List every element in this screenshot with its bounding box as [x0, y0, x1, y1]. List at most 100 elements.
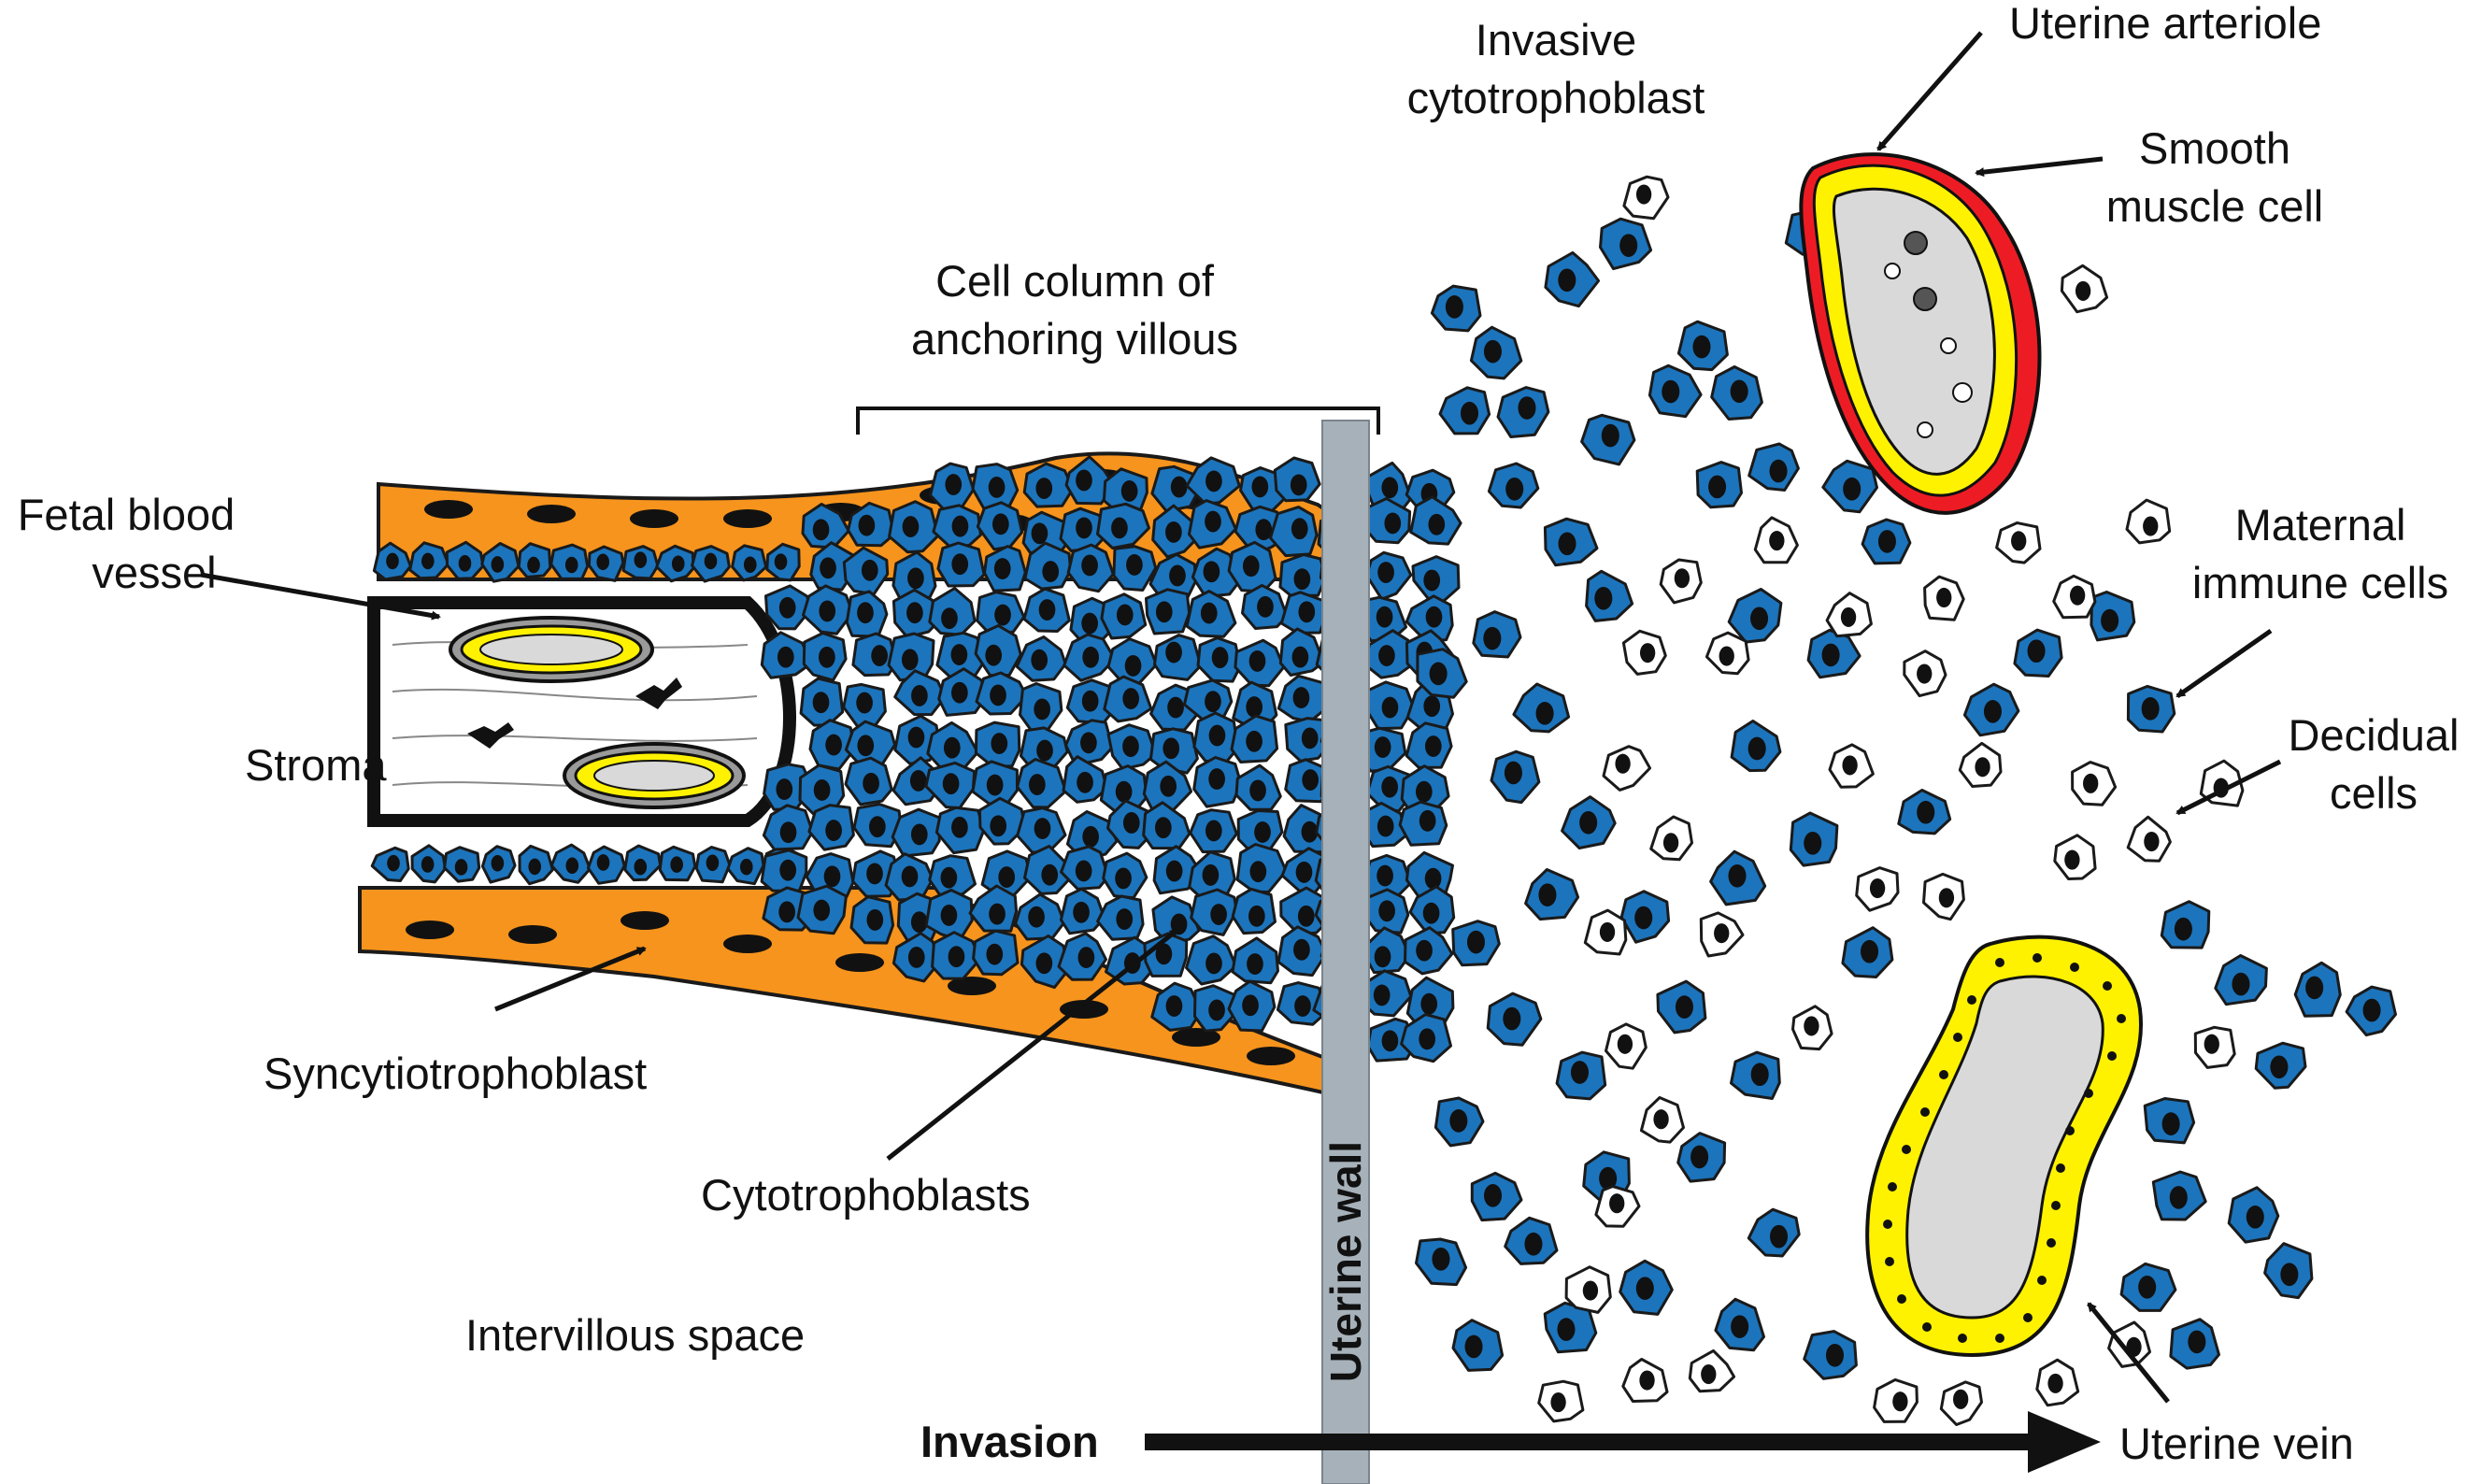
decidual-cell-nucleus	[1714, 923, 1730, 944]
invasive-cytotrophoblast-cell-nucleus	[1804, 831, 1822, 855]
decidual-cell-nucleus	[1917, 664, 1933, 684]
cytotrophoblast-cell-nucleus	[825, 820, 842, 842]
vein-endothelial-nucleus	[1939, 1070, 1948, 1079]
lining-cell-nucleus	[386, 552, 399, 570]
cytotrophoblast-cell-nucleus	[1297, 905, 1315, 927]
invasive-cytotrophoblast-cell-nucleus	[1728, 863, 1747, 888]
decidual-cell-nucleus	[1662, 833, 1679, 853]
cytotrophoblast-cell-nucleus	[940, 866, 958, 889]
invasive-cytotrophoblast-cell-nucleus	[1570, 1061, 1590, 1084]
cytotrophoblast-cell-nucleus	[1420, 992, 1438, 1015]
cytotrophoblast-cell-nucleus	[1203, 561, 1220, 583]
invasive-cytotrophoblast-cell-nucleus	[2270, 1055, 2289, 1079]
cytotrophoblast-cell-nucleus	[1038, 599, 1056, 621]
cytotrophoblast-cell-nucleus	[1251, 476, 1269, 498]
cytotrophoblast-cell-nucleus	[858, 514, 876, 536]
vein-endothelial-nucleus	[2037, 1276, 2047, 1285]
vein-endothelial-nucleus	[1967, 995, 1976, 1005]
cytotrophoblast-cell-nucleus	[1422, 902, 1440, 924]
invasive-cytotrophoblast-cell-nucleus	[1825, 1343, 1845, 1367]
cytotrophoblast-cell-nucleus	[1293, 568, 1311, 591]
invasive-cytotrophoblast-cell-nucleus	[1690, 1145, 1709, 1169]
lining-cell-nucleus	[528, 858, 542, 876]
label-syncytiotrophoblast: Syncytiotrophoblast	[264, 1049, 648, 1098]
cytotrophoblast-cell-nucleus	[1034, 818, 1051, 839]
label-fetal-blood-vessel-line1: Fetal blood	[17, 490, 235, 539]
decidual-cell-nucleus	[2064, 849, 2080, 870]
cytotrophoblast-cell-nucleus	[985, 644, 1003, 666]
cytotrophoblast-cell-nucleus	[950, 644, 968, 665]
cytotrophoblast-cell-nucleus	[1301, 727, 1319, 749]
cytotrophoblast-cell-nucleus	[1081, 690, 1099, 712]
cytotrophoblast-cell-nucleus	[778, 596, 796, 619]
vein-endothelial-nucleus	[1902, 1145, 1911, 1154]
cytotrophoblast-cell-nucleus	[1165, 995, 1183, 1017]
cytotrophoblast-cell-nucleus	[1208, 999, 1225, 1021]
cytotrophoblast-cell-nucleus	[901, 649, 919, 671]
invasive-cytotrophoblast-cell-nucleus	[1750, 606, 1769, 631]
vein-endothelial-nucleus	[1958, 1334, 1967, 1343]
decidual-cell-nucleus	[1653, 1109, 1669, 1130]
vein-endothelial-nucleus	[2117, 1014, 2126, 1023]
lining-cell-nucleus	[739, 858, 753, 876]
invasive-cytotrophoblast-cell-nucleus	[1460, 401, 1479, 425]
decidual-cell-nucleus	[1840, 606, 1857, 627]
invasive-cytotrophoblast-cell-nucleus	[1483, 339, 1502, 364]
vein-endothelial-nucleus	[1885, 1257, 1894, 1266]
invasive-cytotrophoblast-cell-nucleus	[1558, 532, 1576, 556]
decidual-cell-nucleus	[1769, 531, 1785, 551]
decidual-cell-nucleus	[2069, 585, 2086, 606]
invasive-cytotrophoblast-cell-nucleus	[2101, 608, 2119, 633]
cytotrophoblast-cell-nucleus	[941, 607, 958, 630]
invasive-cytotrophoblast-cell-nucleus	[1877, 530, 1896, 553]
cytotrophoblast-cell-nucleus	[1035, 478, 1053, 499]
cytotrophoblast-cell-nucleus	[1124, 655, 1142, 677]
cell-column-bracket	[856, 407, 1380, 435]
cytotrophoblast-cell-nucleus	[1424, 735, 1442, 757]
cytotrophoblast-cell-nucleus	[942, 773, 960, 795]
decidual-cell-nucleus	[2047, 1373, 2063, 1393]
cytotrophoblast-cell-nucleus	[951, 515, 969, 537]
invasive-cytotrophoblast-cell-nucleus	[2169, 1186, 2188, 1209]
cytotrophoblast-cell-nucleus	[1376, 606, 1393, 628]
lining-cell-nucleus	[596, 553, 610, 571]
cytotrophoblast-cell-nucleus	[1247, 953, 1263, 975]
cytotrophoblast-cell-nucleus	[812, 519, 830, 541]
cytotrophoblast-cell-nucleus	[1081, 612, 1098, 635]
invasive-cytotrophoblast-cell-nucleus	[1708, 475, 1727, 499]
invasive-cytotrophoblast-cell-nucleus	[1635, 1277, 1654, 1300]
decidual-cell-nucleus	[1599, 921, 1616, 942]
cytotrophoblast-cell-nucleus	[1167, 696, 1184, 719]
cytotrophoblast-cell-nucleus	[866, 863, 883, 885]
label-maternal-immune-cells-line1: Maternal	[2234, 500, 2406, 549]
vein-endothelial-nucleus	[2051, 1201, 2061, 1210]
invasive-cytotrophoblast-cell-nucleus	[1747, 736, 1766, 761]
cytotrophoblast-cell-nucleus	[1415, 780, 1433, 803]
cytotrophoblast-cell-nucleus	[1301, 820, 1319, 843]
invasive-cytotrophoblast-cell-nucleus	[1483, 626, 1502, 650]
invasive-cytotrophoblast-cell-nucleus	[1449, 1109, 1468, 1133]
decidual-cell-nucleus	[1892, 1391, 1908, 1412]
cytotrophoblast-cell-nucleus	[1255, 519, 1273, 541]
invasive-cytotrophoblast-cell-nucleus	[2305, 976, 2324, 1000]
invasive-cytotrophoblast-cell-nucleus	[1429, 662, 1448, 686]
invasive-cytotrophoblast-cell-nucleus	[2246, 1206, 2264, 1229]
decidual-cell-nucleus	[1639, 1370, 1655, 1391]
cytotrophoblast-cell-nucleus	[857, 735, 875, 757]
cytotrophoblast-cell-nucleus	[951, 816, 968, 838]
vein-endothelial-nucleus	[2047, 1238, 2056, 1248]
cytotrophoblast-cell-nucleus	[871, 645, 888, 667]
cytotrophoblast-cell-nucleus	[1377, 562, 1394, 583]
lining-cell-nucleus	[565, 857, 579, 875]
cytotrophoblast-cell-nucleus	[1246, 696, 1263, 719]
cytotrophoblast-cell-nucleus	[776, 778, 793, 801]
cytotrophoblast-cell-nucleus	[825, 734, 842, 756]
cytotrophoblast-cell-nucleus	[1165, 521, 1182, 543]
invasive-cytotrophoblast-cell-nucleus	[1769, 1224, 1789, 1249]
cytotrophoblast-cell-nucleus	[1293, 938, 1310, 961]
invasive-cytotrophoblast-cell-nucleus	[2188, 1330, 2206, 1354]
decidual-cell-nucleus	[1615, 753, 1631, 774]
label-intervillous-space: Intervillous space	[465, 1310, 806, 1360]
decidual-cell-nucleus	[1639, 643, 1656, 664]
